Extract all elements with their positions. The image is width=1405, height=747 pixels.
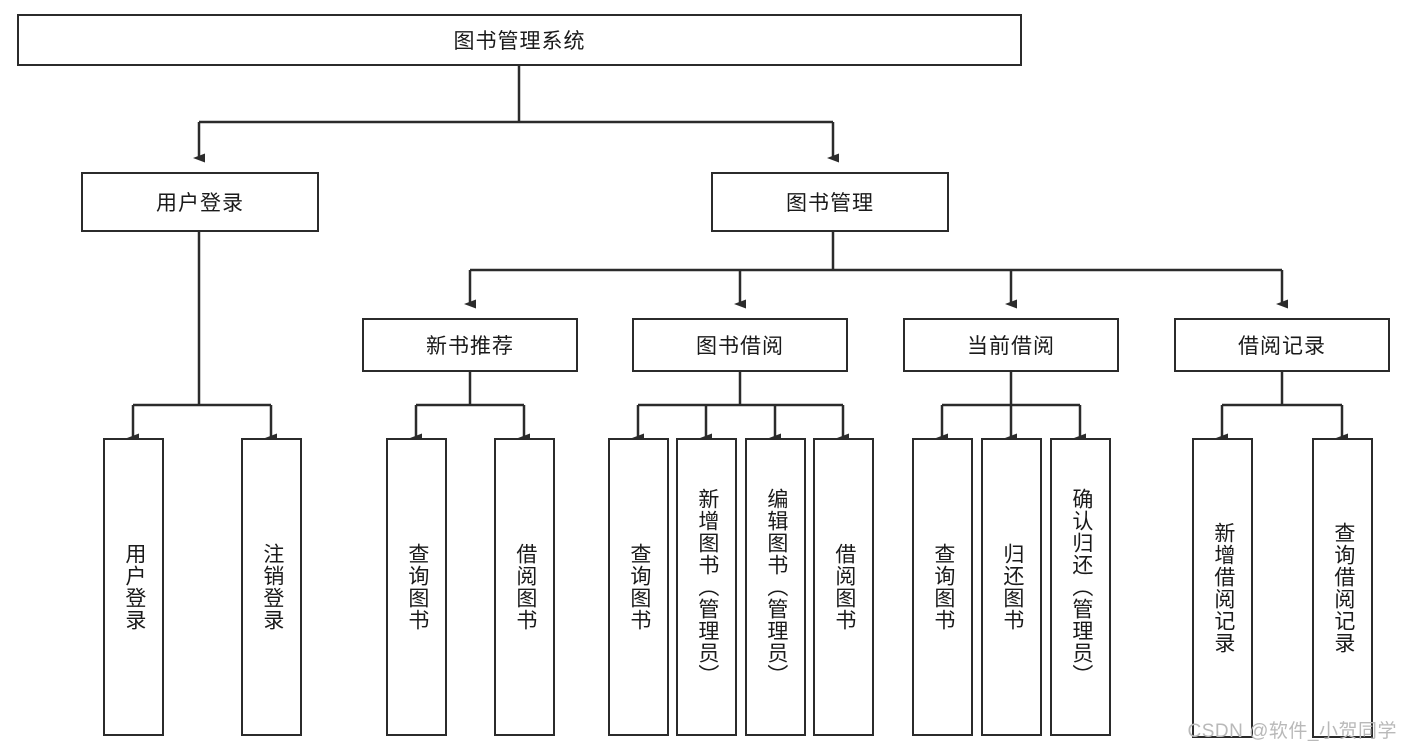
leaf-current-borrow-return[interactable]: 归还图书 xyxy=(981,438,1042,736)
node-user-login[interactable]: 用户登录 xyxy=(81,172,319,232)
leaf-book-borrow-borrow[interactable]: 借阅图书 xyxy=(813,438,874,736)
node-label: 查询图书 xyxy=(931,543,955,631)
node-label: 用户登录 xyxy=(156,192,244,215)
node-label: 查询图书 xyxy=(405,543,429,631)
leaf-book-borrow-query[interactable]: 查询图书 xyxy=(608,438,669,736)
node-label: 编辑图书（管理员） xyxy=(764,488,788,686)
leaf-borrow-record-query[interactable]: 查询借阅记录 xyxy=(1312,438,1373,738)
leaf-book-borrow-edit[interactable]: 编辑图书（管理员） xyxy=(745,438,806,736)
leaf-new-book-query[interactable]: 查询图书 xyxy=(386,438,447,736)
node-label: 查询借阅记录 xyxy=(1331,522,1355,654)
leaf-user-login-login[interactable]: 用户登录 xyxy=(103,438,164,736)
node-current-borrow[interactable]: 当前借阅 xyxy=(903,318,1119,372)
node-label: 查询图书 xyxy=(627,543,651,631)
node-book-management[interactable]: 图书管理 xyxy=(711,172,949,232)
node-root-system[interactable]: 图书管理系统 xyxy=(17,14,1022,66)
leaf-current-borrow-confirm-return[interactable]: 确认归还（管理员） xyxy=(1050,438,1111,736)
node-book-borrow[interactable]: 图书借阅 xyxy=(632,318,848,372)
node-label: 借阅记录 xyxy=(1238,335,1326,358)
node-label: 新增借阅记录 xyxy=(1211,522,1235,654)
node-label: 图书管理系统 xyxy=(453,30,586,53)
node-label: 图书管理 xyxy=(786,192,874,215)
node-label: 当前借阅 xyxy=(967,335,1055,358)
watermark-text: CSDN @软件_小贺同学 xyxy=(1187,721,1397,742)
leaf-new-book-borrow[interactable]: 借阅图书 xyxy=(494,438,555,736)
node-label: 新书推荐 xyxy=(426,335,514,358)
leaf-book-borrow-add[interactable]: 新增图书（管理员） xyxy=(676,438,737,736)
leaf-current-borrow-query[interactable]: 查询图书 xyxy=(912,438,973,736)
leaf-borrow-record-add[interactable]: 新增借阅记录 xyxy=(1192,438,1253,738)
node-borrow-record[interactable]: 借阅记录 xyxy=(1174,318,1390,372)
node-label: 归还图书 xyxy=(1000,543,1024,631)
node-label: 借阅图书 xyxy=(832,543,856,631)
node-label: 图书借阅 xyxy=(696,335,784,358)
node-label: 注销登录 xyxy=(260,543,284,631)
leaf-user-login-logout[interactable]: 注销登录 xyxy=(241,438,302,736)
node-label: 借阅图书 xyxy=(513,543,537,631)
node-label: 用户登录 xyxy=(122,543,146,631)
node-label: 确认归还（管理员） xyxy=(1069,488,1093,686)
node-new-book-recommend[interactable]: 新书推荐 xyxy=(362,318,578,372)
node-label: 新增图书（管理员） xyxy=(695,488,719,686)
